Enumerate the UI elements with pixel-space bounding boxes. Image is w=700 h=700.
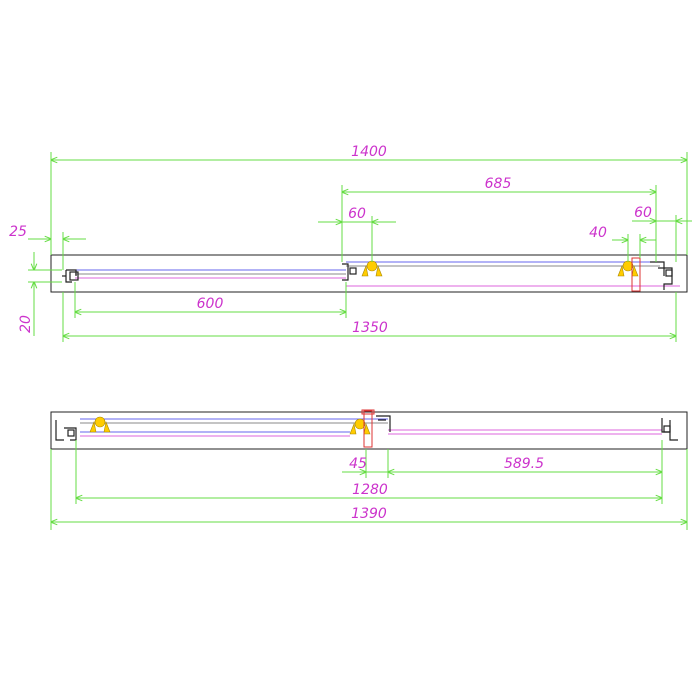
dim-inner-1280: 1280 (76, 440, 662, 504)
dim-label-589-5: 589.5 (504, 456, 544, 472)
bottom-left-roller-icon (89, 416, 111, 433)
dim-inner-1350: 1350 (63, 292, 676, 342)
dim-label-600: 600 (197, 296, 224, 312)
bottom-center-profile (376, 415, 391, 432)
dim-side-25: 25 (9, 224, 86, 270)
dim-label-1280: 1280 (352, 482, 388, 498)
bottom-left-wall-profile (55, 420, 77, 441)
top-center-roller-icon (361, 260, 383, 277)
dim-label-685: 685 (485, 176, 512, 192)
top-right-wall-profile (650, 261, 673, 290)
top-view: 1400 685 60 25 (9, 144, 692, 342)
bottom-sliding-panel (80, 429, 662, 437)
dim-label-1350: 1350 (352, 320, 388, 336)
dim-label-60-right: 60 (634, 205, 652, 221)
dim-overall-1390: 1390 (51, 449, 687, 530)
bottom-fixed-panel (80, 418, 388, 433)
dim-label-1400: 1400 (351, 144, 387, 160)
bottom-view: 45 589.5 1280 1390 (50, 409, 688, 530)
bottom-handle-icon (361, 409, 375, 448)
dim-label-1390: 1390 (351, 506, 387, 522)
dim-panel-600: 600 (75, 282, 346, 318)
dim-travel-685: 685 (342, 176, 656, 262)
dim-depth-20: 20 (18, 252, 62, 336)
dim-opening-589-5: 589.5 (388, 440, 662, 478)
bottom-center-roller-icon (349, 418, 371, 435)
dim-right-gap-60: 60 (632, 205, 692, 262)
top-center-profile (342, 263, 357, 281)
top-right-roller-icon (617, 260, 639, 277)
top-handle-icon (631, 257, 641, 292)
dim-label-40: 40 (589, 225, 607, 241)
top-left-wall-profile (62, 269, 79, 283)
dim-center-gap-60: 60 (318, 206, 396, 262)
bottom-right-wall-profile (661, 418, 678, 441)
dim-handle-45: 45 (342, 449, 389, 478)
bottom-frame-outline (50, 411, 688, 450)
top-frame-outline (50, 254, 688, 293)
top-fixed-panel (75, 269, 346, 279)
dim-overlap-40: 40 (589, 225, 656, 262)
dim-label-25: 25 (9, 224, 27, 240)
dim-label-20: 20 (18, 315, 34, 333)
dim-label-60-center: 60 (348, 206, 366, 222)
dim-label-45: 45 (349, 456, 367, 472)
top-sliding-panel (346, 261, 680, 287)
